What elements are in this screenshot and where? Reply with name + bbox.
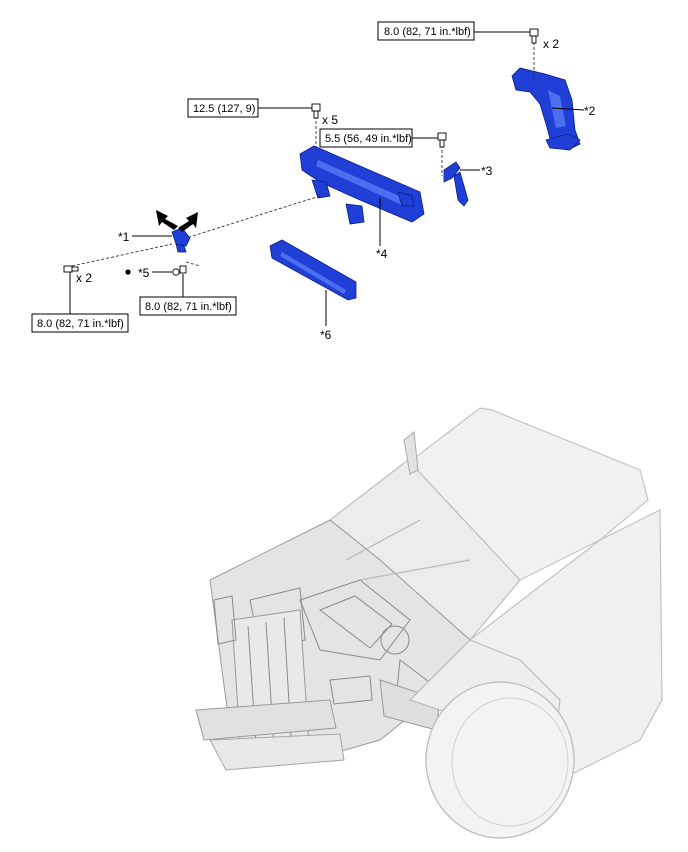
dashed-guide (71, 243, 173, 267)
vehicle-front-illustration (195, 407, 663, 839)
dashed-guide (185, 261, 201, 267)
svg-text:5.5 (56, 49 in.*lbf): 5.5 (56, 49 in.*lbf) (325, 133, 412, 145)
svg-text:8.0 (82, 71 in.*lbf): 8.0 (82, 71 in.*lbf) (384, 26, 471, 38)
callout-label-1: *1 (118, 230, 130, 244)
wheel-icon (425, 681, 575, 839)
arrow-icon (178, 212, 198, 232)
bolt-part-2 (529, 28, 539, 44)
dashed-guide (185, 195, 321, 239)
part-2-air-duct (511, 67, 581, 151)
quantity-label: x 2 (76, 271, 92, 285)
torque-spec-t5: 8.0 (82, 71 in.*lbf) (139, 296, 237, 316)
svg-text:8.0 (82, 71 in.*lbf): 8.0 (82, 71 in.*lbf) (37, 318, 124, 330)
bolt-part-1-side (63, 265, 79, 273)
quantity-label: x 2 (543, 37, 559, 51)
callout-label-5: *5 (138, 266, 150, 280)
nut-part-1 (172, 265, 187, 276)
leader-line (551, 107, 585, 111)
torque-spec-t2: 12.5 (127, 9) x 5 (187, 98, 338, 127)
bolt-part-3 (437, 132, 447, 148)
torque-spec-t3: 5.5 (56, 49 in.*lbf) (319, 128, 413, 148)
part-6-lower-panel (269, 239, 357, 301)
callout-label-3: *3 (481, 164, 493, 178)
arrow-icon (156, 210, 178, 230)
part-1-hood-lock (171, 227, 191, 253)
torque-spec-t4: 8.0 (82, 71 in.*lbf) x 2 (31, 271, 129, 333)
bolt-part-4 (311, 103, 321, 119)
part-3-harness-bracket (443, 161, 469, 207)
callout-label-4: *4 (376, 247, 388, 261)
svg-text:8.0 (82, 71 in.*lbf): 8.0 (82, 71 in.*lbf) (145, 301, 232, 313)
callout-label-2: *2 (584, 104, 596, 118)
callout-label-6: *6 (320, 328, 332, 342)
svg-text:12.5 (127, 9): 12.5 (127, 9) (193, 103, 255, 115)
part-4-support-bracket (299, 145, 425, 225)
torque-spec-t1: 8.0 (82, 71 in.*lbf) x 2 (377, 21, 559, 51)
quantity-label: x 5 (322, 113, 338, 127)
clip-dot (125, 269, 131, 275)
